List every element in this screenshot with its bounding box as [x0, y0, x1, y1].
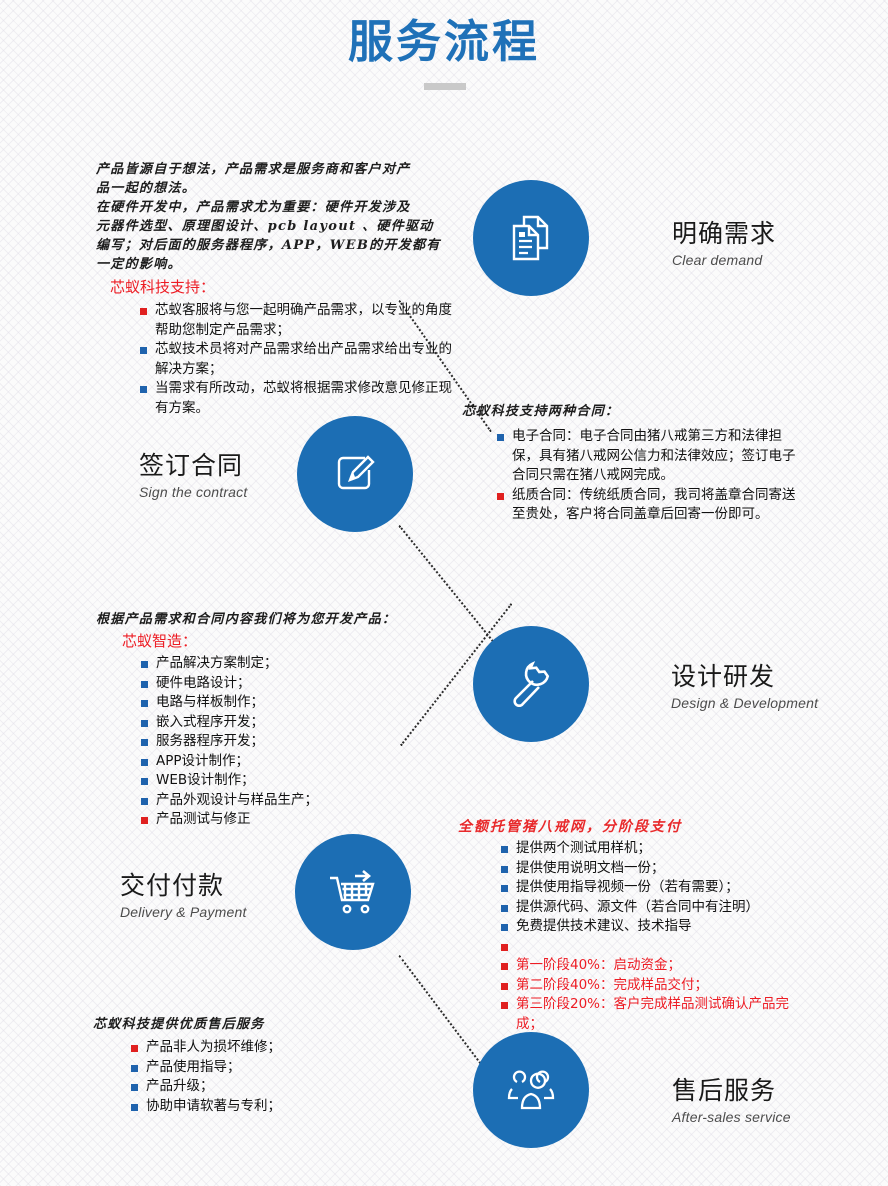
- step-title-en: Delivery & Payment: [120, 904, 247, 920]
- list-item: 产品解决方案制定；: [141, 654, 441, 674]
- people-group-icon: [505, 1068, 557, 1112]
- step-circle-clear-demand[interactable]: [473, 180, 589, 296]
- step-title-zh: 设计研发: [671, 662, 776, 691]
- section-contract: 芯蚁科技支持两种合同： 电子合同：电子合同由猪八戒第三方和法律担保，具有猪八戒网…: [462, 402, 804, 525]
- list-item: 提供源代码、源文件（若合同中有注明）: [501, 898, 808, 918]
- section-contract-bullets: 电子合同：电子合同由猪八戒第三方和法律担保，具有猪八戒网公信力和法律效应；签订电…: [497, 427, 804, 525]
- section-aftersales: 芯蚁科技提供优质售后服务 产品非人为损坏维修； 产品使用指导； 产品升级； 协助…: [93, 1015, 423, 1116]
- section-payment: 全额托管猪八戒网，分阶段支付 提供两个测试用样机； 提供使用说明文档一份； 提供…: [458, 818, 808, 1034]
- step-title-zh: 交付付款: [120, 871, 225, 900]
- list-item: [501, 937, 808, 957]
- list-item: 产品升级；: [131, 1077, 423, 1097]
- step-label-design-development: 设计研发 Design & Development: [671, 661, 818, 713]
- list-item: 当需求有所改动，芯蚁将根据需求修改意见修正现有方案。: [140, 379, 458, 418]
- step-title-en: Design & Development: [671, 695, 819, 711]
- list-item: 硬件电路设计；: [141, 674, 441, 694]
- list-item: 提供使用指导视频一份（若有需要）；: [501, 878, 808, 898]
- list-item: 免费提供技术建议、技术指导: [501, 917, 808, 937]
- step-circle-delivery-payment[interactable]: [295, 834, 411, 950]
- step-title-zh: 明确需求: [672, 219, 777, 248]
- list-item: 嵌入式程序开发；: [141, 713, 441, 733]
- list-item: 电子合同：电子合同由猪八戒第三方和法律担保，具有猪八戒网公信力和法律效应；签订电…: [497, 427, 804, 486]
- section-aftersales-bullets: 产品非人为损坏维修； 产品使用指导； 产品升级； 协助申请软著与专利；: [131, 1038, 423, 1116]
- list-item: 第二阶段40%：完成样品交付；: [501, 976, 808, 996]
- step-circle-design-development[interactable]: [473, 626, 589, 742]
- list-item: 服务器程序开发；: [141, 732, 441, 752]
- section-design-bullets: 产品解决方案制定； 硬件电路设计； 电路与样板制作； 嵌入式程序开发； 服务器程…: [141, 654, 441, 830]
- list-item: 产品外观设计与样品生产；: [141, 791, 441, 811]
- section-payment-intro: 全额托管猪八戒网，分阶段支付: [458, 819, 682, 835]
- section-demand-subhead: 芯蚁科技支持：: [110, 278, 216, 296]
- step-label-sign-contract: 签订合同 Sign the contract: [139, 450, 247, 502]
- documents-icon: [508, 213, 554, 263]
- list-item: 提供使用说明文档一份；: [501, 859, 808, 879]
- list-item: 产品非人为损坏维修；: [131, 1038, 423, 1058]
- shopping-cart-arrow-icon: [327, 868, 379, 916]
- list-item: 产品测试与修正: [141, 810, 441, 830]
- list-item: 产品使用指导；: [131, 1058, 423, 1078]
- list-item: WEB设计制作；: [141, 771, 441, 791]
- step-label-after-sales: 售后服务 After-sales service: [672, 1075, 791, 1127]
- step-label-clear-demand: 明确需求 Clear demand: [672, 218, 776, 270]
- step-title-zh: 售后服务: [672, 1076, 777, 1105]
- section-payment-bullets: 提供两个测试用样机； 提供使用说明文档一份； 提供使用指导视频一份（若有需要）；…: [501, 839, 808, 1034]
- list-item: 第一阶段40%：启动资金；: [501, 956, 808, 976]
- section-design: 根据产品需求和合同内容我们将为您开发产品： 芯蚁智造： 产品解决方案制定； 硬件…: [96, 610, 441, 830]
- list-item: APP设计制作；: [141, 752, 441, 772]
- list-item: 第三阶段20%：客户完成样品测试确认产品完成；: [501, 995, 808, 1034]
- step-circle-after-sales[interactable]: [473, 1032, 589, 1148]
- list-item: 提供两个测试用样机；: [501, 839, 808, 859]
- list-item: 电路与样板制作；: [141, 693, 441, 713]
- step-title-en: After-sales service: [672, 1109, 791, 1125]
- section-demand-bullets: 芯蚁客服将与您一起明确产品需求，以专业的角度帮助您制定产品需求； 芯蚁技术员将对…: [140, 301, 458, 418]
- page-header: 服务流程: [0, 14, 888, 70]
- step-title-en: Clear demand: [672, 252, 763, 268]
- edit-pencil-square-icon: [331, 450, 379, 498]
- section-aftersales-intro: 芯蚁科技提供优质售后服务: [93, 1017, 265, 1032]
- step-circle-sign-contract[interactable]: [297, 416, 413, 532]
- list-item: 纸质合同：传统纸质合同，我司将盖章合同寄送至贵处，客户将合同盖章后回寄一份即可。: [497, 486, 804, 525]
- page-title: 服务流程: [347, 15, 540, 68]
- step-title-en: Sign the contract: [139, 484, 248, 500]
- section-contract-intro: 芯蚁科技支持两种合同：: [462, 404, 620, 419]
- section-demand: 产品皆源自于想法，产品需求是服务商和客户对产 品一起的想法。 在硬件开发中，产品…: [96, 160, 458, 418]
- wrench-icon: [506, 659, 556, 709]
- section-design-subhead: 芯蚁智造：: [122, 632, 198, 650]
- list-item: 芯蚁客服将与您一起明确产品需求，以专业的角度帮助您制定产品需求；: [140, 301, 458, 340]
- step-title-zh: 签订合同: [139, 451, 244, 480]
- list-item: 协助申请软著与专利；: [131, 1097, 423, 1117]
- list-item: 芯蚁技术员将对产品需求给出产品需求给出专业的解决方案；: [140, 340, 458, 379]
- step-label-delivery-payment: 交付付款 Delivery & Payment: [120, 870, 247, 922]
- section-demand-intro: 产品皆源自于想法，产品需求是服务商和客户对产 品一起的想法。 在硬件开发中，产品…: [96, 162, 441, 272]
- title-divider: [424, 83, 466, 90]
- section-design-intro: 根据产品需求和合同内容我们将为您开发产品：: [96, 612, 397, 627]
